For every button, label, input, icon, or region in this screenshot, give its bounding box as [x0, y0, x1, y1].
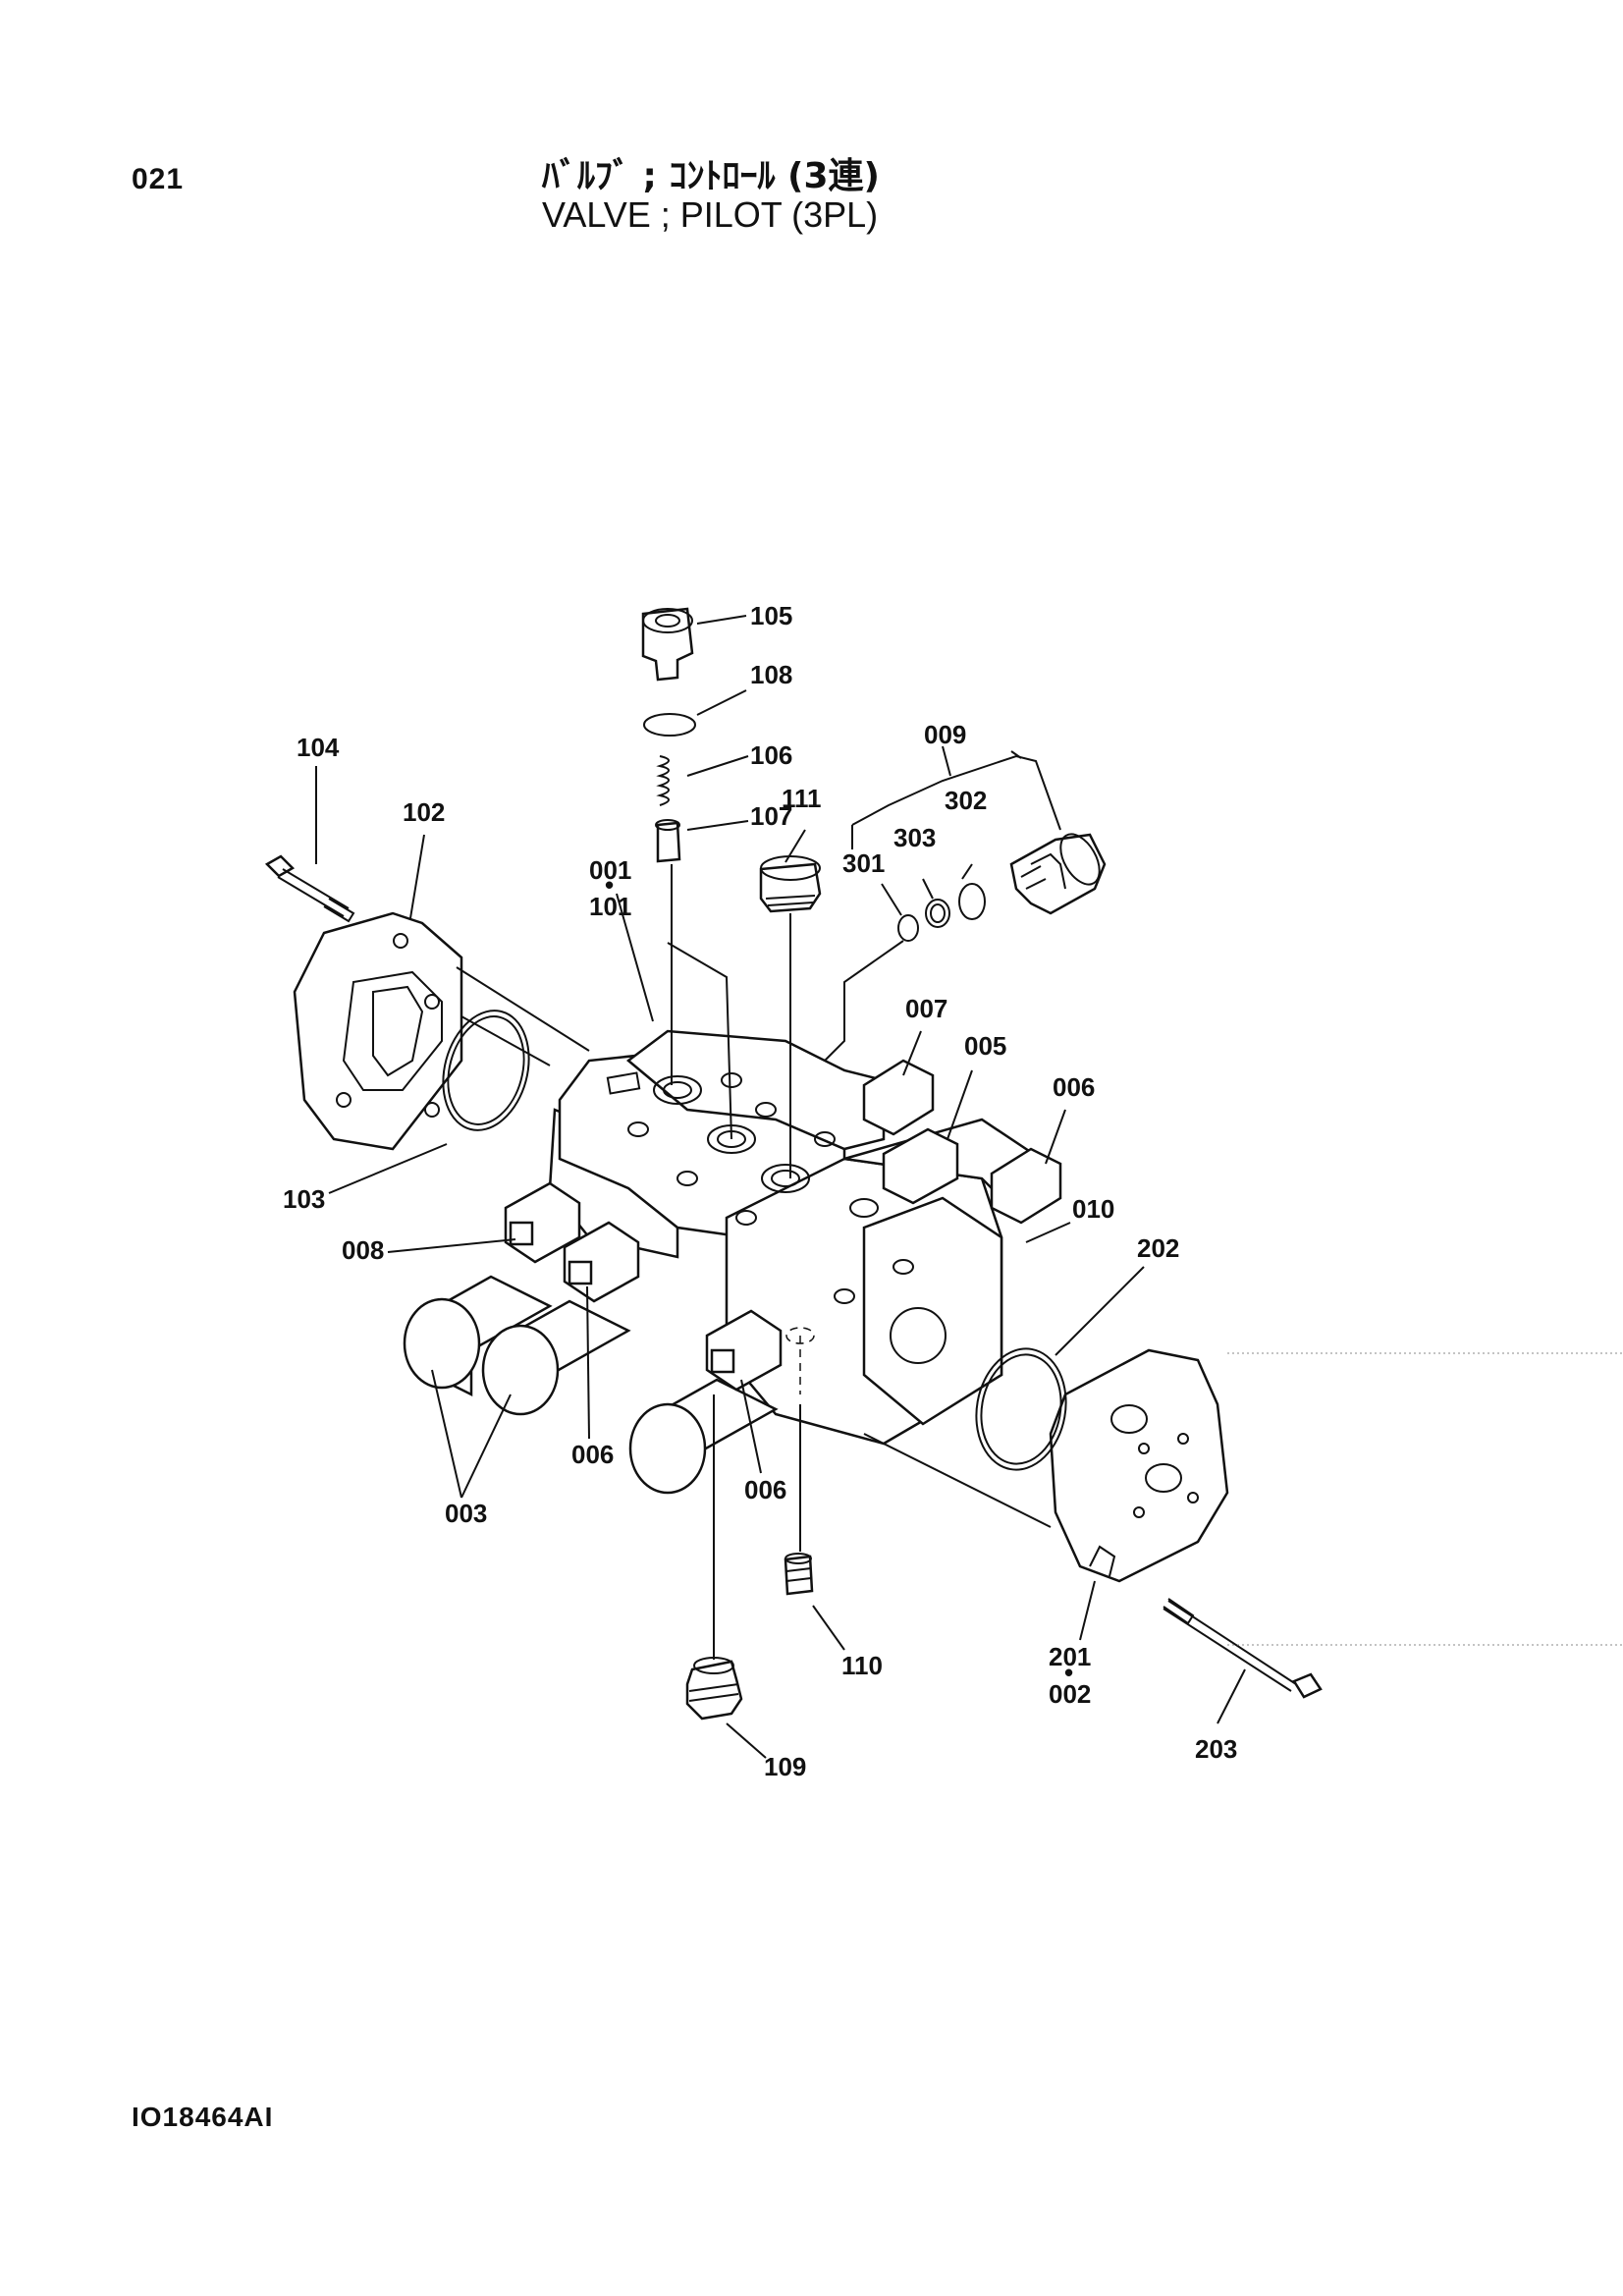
label-001: 001: [589, 855, 631, 885]
label-006-mid: 006: [744, 1475, 786, 1504]
top-relief-stack: [641, 607, 696, 863]
label-201: 201: [1049, 1642, 1091, 1671]
svg-text:•: •: [605, 870, 614, 900]
connector-009-group: [897, 833, 1107, 942]
label-109: 109: [764, 1752, 806, 1781]
label-303: 303: [893, 823, 936, 852]
label-105: 105: [750, 601, 792, 630]
left-end-cover: [293, 911, 463, 1151]
label-110: 110: [841, 1651, 883, 1680]
leader-lines: [315, 615, 1623, 1759]
label-108: 108: [750, 660, 792, 689]
title-japanese: ﾊﾞﾙﾌﾞ ; ｺﾝﾄﾛｰﾙ (3連): [542, 156, 880, 196]
label-302: 302: [945, 786, 987, 815]
label-101: 101: [589, 892, 631, 921]
page-number: 021: [132, 163, 185, 195]
o-ring-302: [958, 883, 986, 920]
label-301: 301: [842, 848, 885, 878]
label-203: 203: [1195, 1734, 1237, 1764]
label-008: 008: [342, 1235, 384, 1265]
label-107: 107: [750, 801, 792, 831]
o-ring-103: [442, 1010, 530, 1131]
label-003: 003: [445, 1499, 487, 1528]
bolt-203: [1163, 1598, 1323, 1699]
backup-ring-303: [925, 899, 950, 928]
part-labels: 105 108 106 107 111 009 302 303 301 104 …: [283, 601, 1237, 1781]
label-009: 009: [924, 720, 966, 749]
label-104: 104: [297, 733, 340, 762]
drawing-code: IO18464AI: [132, 2102, 274, 2132]
label-103: 103: [283, 1184, 325, 1214]
label-007: 007: [905, 994, 947, 1023]
right-end-cover: [1049, 1348, 1229, 1583]
o-ring-301: [897, 914, 919, 942]
spool-caps: [403, 1275, 779, 1495]
label-010: 010: [1072, 1194, 1114, 1224]
label-106: 106: [750, 740, 792, 770]
label-005: 005: [964, 1031, 1006, 1061]
plug-109: [685, 1657, 743, 1721]
label-006-right: 006: [1053, 1072, 1095, 1102]
fittings: [504, 1059, 1062, 1392]
label-202: 202: [1137, 1233, 1179, 1263]
svg-text:•: •: [1064, 1658, 1073, 1687]
bolt-104: [264, 854, 355, 923]
plug-110: [784, 1553, 814, 1596]
label-002: 002: [1049, 1679, 1091, 1709]
label-006-left: 006: [571, 1440, 614, 1469]
o-ring-202: [975, 1347, 1067, 1471]
label-111: 111: [782, 784, 822, 813]
plug-111: [759, 855, 822, 913]
o-ring-108: [643, 713, 696, 737]
title-english: VALVE ; PILOT (3PL): [542, 194, 879, 235]
label-102: 102: [403, 797, 445, 827]
valve-body: [548, 1029, 1043, 1446]
